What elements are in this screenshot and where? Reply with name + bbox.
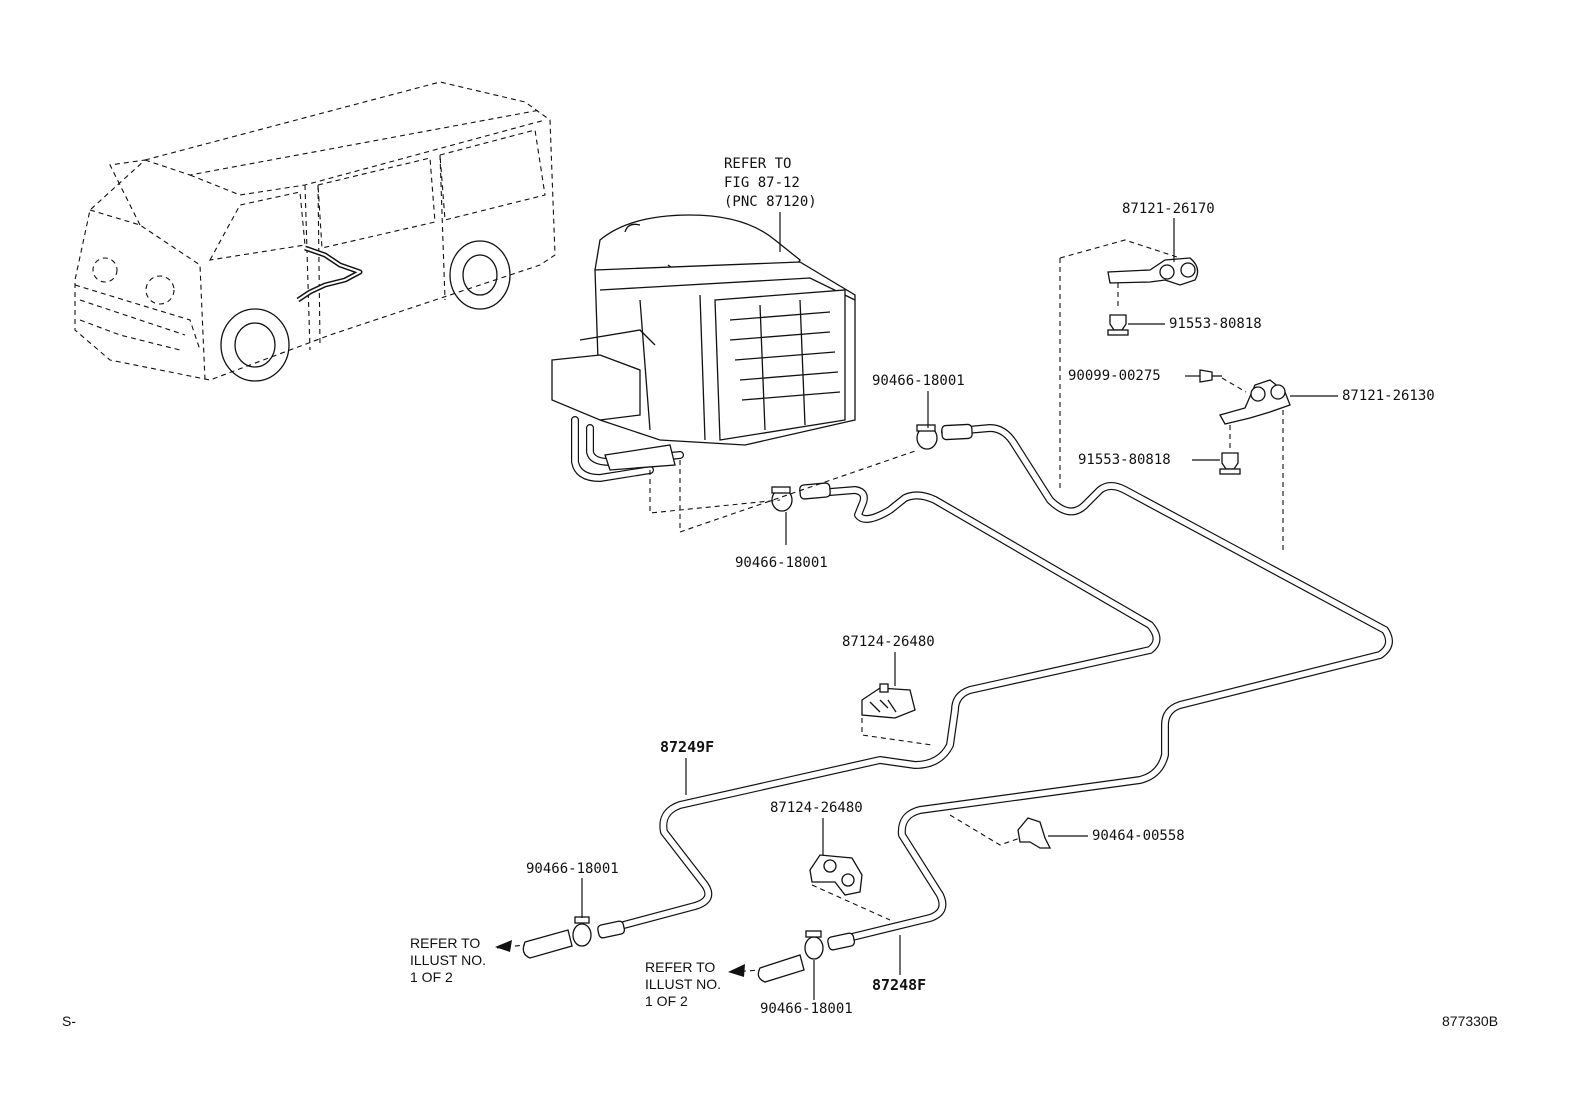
hose-clip-upper [916, 424, 938, 450]
ac-unit-assembly [551, 214, 856, 482]
clamp-87121-26170 [1107, 257, 1199, 286]
screw-90099 [1199, 369, 1222, 383]
label-clamp-top: 87121-26170 [1122, 201, 1215, 217]
refer-left-line2: ILLUST NO. [410, 952, 486, 968]
bolt-91553-mid [1219, 452, 1241, 475]
label-hose-clip-mid: 90466-18001 [735, 555, 828, 571]
bolt-91553-top [1107, 314, 1129, 336]
refer-right-line1: REFER TO [645, 959, 715, 975]
label-pipe-right: 87248F [872, 976, 926, 994]
refer-right-line2: ILLUST NO. [645, 976, 721, 992]
refer-fig-line3: (PNC 87120) [724, 194, 817, 210]
van-illustration [74, 81, 556, 382]
footer-right: 877330B [1442, 1013, 1498, 1029]
pipe-clamp-lower [809, 854, 863, 896]
refer-fig-line2: FIG 87-12 [724, 175, 800, 191]
pipe-clamp-upper [861, 683, 916, 719]
label-pipe-left: 87249F [660, 738, 714, 756]
label-pipe-clamp-lower: 87124-26480 [770, 800, 863, 816]
label-bolt-mid: 91553-80818 [1078, 452, 1171, 468]
refer-left-line1: REFER TO [410, 935, 480, 951]
refer-right-line3: 1 OF 2 [645, 993, 688, 1009]
label-clip-right: 90464-00558 [1092, 828, 1185, 844]
hose-right [757, 930, 856, 983]
clip-90464-00558 [1017, 817, 1052, 849]
refer-left-line3: 1 OF 2 [410, 969, 453, 985]
label-clamp-right: 87121-26130 [1342, 388, 1435, 404]
label-hose-clip-bottom: 90466-18001 [760, 1001, 853, 1017]
pipe-87249f [601, 486, 1161, 934]
pipe-87248f [836, 424, 1393, 944]
refer-fig-line1: REFER TO [724, 156, 791, 172]
hose-clip-mid [771, 486, 793, 512]
label-hose-clip-upper: 90466-18001 [872, 373, 965, 389]
label-hose-clip-left: 90466-18001 [526, 861, 619, 877]
hose-left [522, 916, 626, 959]
clamp-87121-26130 [1219, 379, 1291, 425]
label-bolt-top: 91553-80818 [1169, 316, 1262, 332]
footer-left: S- [62, 1013, 76, 1029]
label-pipe-clamp-upper: 87124-26480 [842, 634, 935, 650]
label-screw: 90099-00275 [1068, 368, 1161, 384]
